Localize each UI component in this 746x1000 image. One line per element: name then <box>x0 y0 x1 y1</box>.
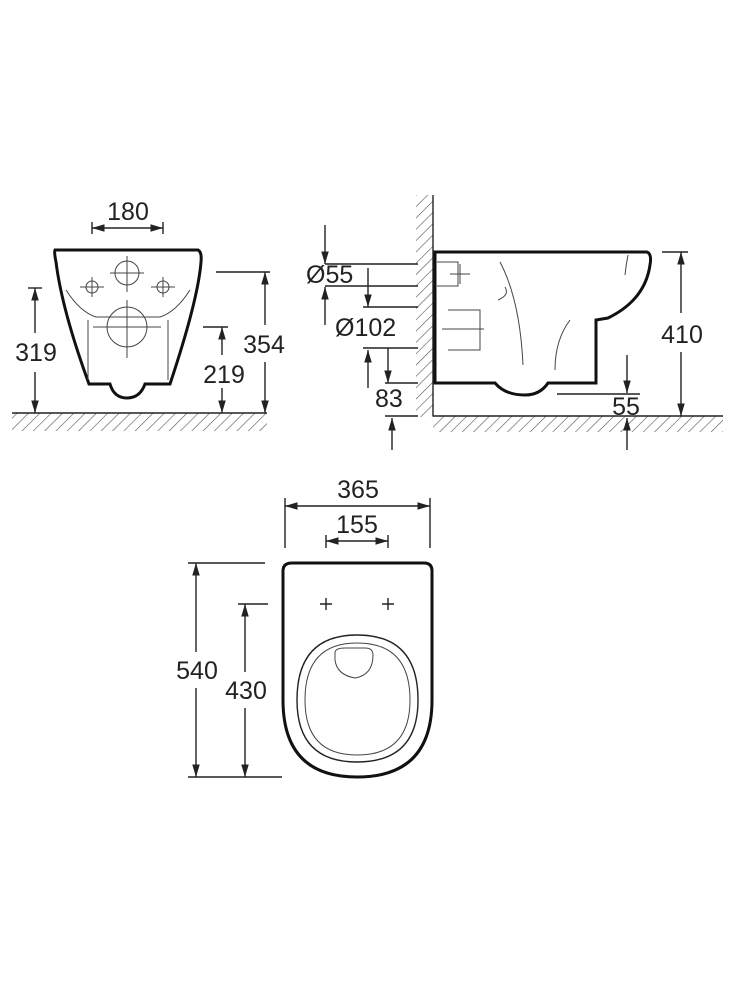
bowl-rim-line <box>65 289 191 318</box>
dim-label-410: 410 <box>661 321 703 349</box>
inlet-crosshair <box>110 256 144 292</box>
wall-hatch <box>416 195 433 417</box>
top-view: 365 155 540 430 <box>176 476 434 779</box>
dim-label-430: 430 <box>225 677 267 705</box>
dim-label-319: 319 <box>15 339 57 367</box>
side-view: Ø55 Ø102 83 410 55 <box>306 195 723 450</box>
fixing-hole-left <box>320 598 332 610</box>
bowl-front-outline <box>53 248 203 400</box>
dim-label-180: 180 <box>107 198 149 226</box>
dim-label-365: 365 <box>337 476 379 504</box>
dim-label-540: 540 <box>176 657 218 685</box>
dim-label-354: 354 <box>243 331 285 359</box>
fixing-crosshair-left <box>80 277 104 297</box>
floor-hatch <box>12 413 267 431</box>
seat-outer <box>296 634 419 763</box>
dim-label-155: 155 <box>336 511 378 539</box>
bowl-side-outline <box>433 250 653 397</box>
outlet-pipe <box>442 309 484 351</box>
front-view: 180 319 354 219 <box>12 198 285 431</box>
fixing-hole-right <box>382 598 394 610</box>
bowl-internal-lines <box>497 254 629 371</box>
floor-hatch <box>433 416 723 432</box>
seat-inner <box>304 642 411 756</box>
inlet-connector <box>437 261 470 287</box>
bowl-outlet-opening <box>334 647 374 679</box>
bowl-top-outline <box>281 561 434 779</box>
dim-label-d102: Ø102 <box>335 314 396 342</box>
bowl-inner-lines <box>87 320 169 380</box>
dim-label-d55: Ø55 <box>306 261 353 289</box>
fixing-crosshair-right <box>151 277 175 297</box>
dim-label-55: 55 <box>612 393 640 421</box>
outlet-crosshair <box>93 300 161 358</box>
dim-label-83: 83 <box>375 385 403 413</box>
dim-label-219: 219 <box>203 361 245 389</box>
